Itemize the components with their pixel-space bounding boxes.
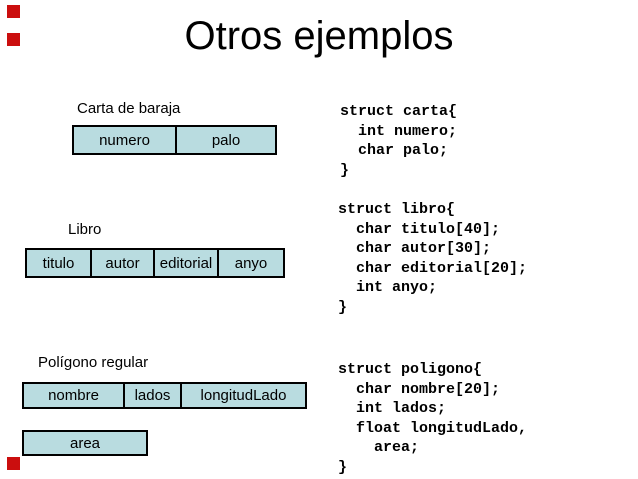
table-cell-palo: palo (175, 127, 275, 153)
code-line: char nombre[20]; (338, 380, 501, 398)
red-square-icon (7, 5, 20, 18)
table-cell-autor: autor (90, 250, 153, 276)
code-line: struct poligono{ (338, 361, 483, 378)
poligono-label: Polígono regular (38, 354, 149, 371)
libro-code-block: struct libro{ char titulo[40]; char auto… (338, 200, 527, 317)
table-cell-numero: numero (99, 131, 150, 149)
red-square-icon (7, 457, 20, 470)
table-cell-area: area (69, 434, 101, 452)
red-square-icon (7, 33, 20, 46)
code-line: } (340, 161, 350, 179)
carta-label: Carta de baraja (77, 100, 181, 117)
code-line: area; (338, 439, 420, 456)
libro-label: Libro (68, 221, 102, 238)
code-line: char palo; (340, 142, 449, 159)
carta-table: numero palo (72, 125, 277, 155)
code-line: struct libro{ (338, 201, 456, 218)
table-cell-editorial: editorial (153, 250, 217, 276)
code-line: char editorial[20]; (338, 259, 528, 277)
code-line: struct carta{ (340, 103, 458, 120)
table-cell-titulo: titulo (42, 254, 75, 272)
code-line: char autor[30]; (338, 240, 492, 257)
code-line: int numero; (340, 122, 458, 140)
poligono-code-block: struct poligono{ char nombre[20]; int la… (338, 360, 527, 477)
code-line: int lados; (338, 400, 447, 417)
table-cell-nombre: nombre (48, 387, 99, 404)
table-cell-anyo: anyo (217, 250, 283, 276)
code-line: } (338, 298, 348, 316)
code-line: } (338, 458, 348, 476)
table-cell-longitudlado: longitudLado (180, 384, 305, 407)
code-line: int anyo; (338, 279, 438, 296)
poligono-table: nombre lados longitudLado (22, 382, 307, 409)
libro-table: titulo autor editorial anyo (25, 248, 285, 278)
code-line: char titulo[40]; (338, 220, 501, 238)
carta-code-block: struct carta{ int numero; char palo;} (340, 102, 457, 180)
page-title: Otros ejemplos (184, 14, 454, 58)
area-table: area (22, 430, 148, 456)
code-line: float longitudLado, (338, 419, 528, 437)
table-cell-lados: lados (123, 384, 180, 407)
